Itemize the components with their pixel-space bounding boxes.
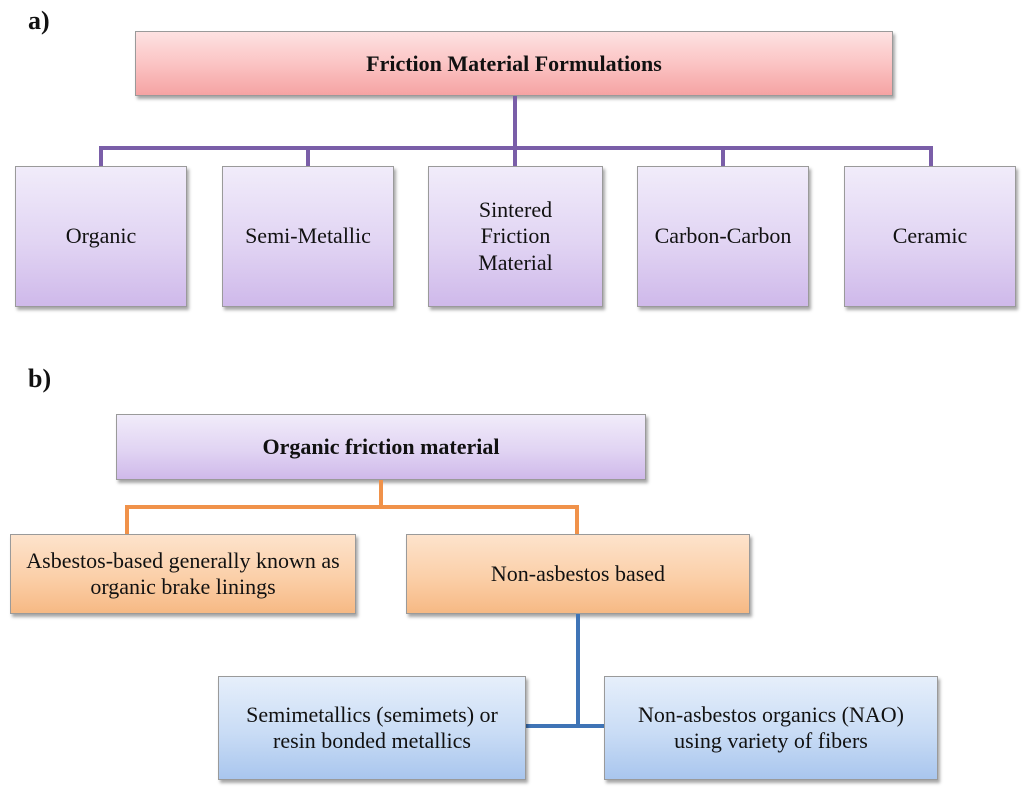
node-ceramic-label: Ceramic: [892, 223, 968, 249]
connector-drop-organic: [99, 146, 103, 166]
node-asbestos-based: Asbestos-based generally known as organi…: [10, 534, 356, 614]
connector-b-root-vertical: [379, 480, 383, 508]
connector-b-drop-non-asbestos: [575, 505, 579, 535]
node-organic-label: Organic: [65, 223, 137, 249]
node-non-asbestos-based: Non-asbestos based: [406, 534, 750, 614]
node-semi-metallic: Semi-Metallic: [222, 166, 394, 307]
node-semi-metallic-label: Semi-Metallic: [245, 223, 371, 249]
connector-b-drop-asbestos: [125, 505, 129, 535]
connector-b-horizontal: [125, 505, 579, 509]
node-sintered-friction-material: Sintered Friction Material: [428, 166, 603, 307]
node-ceramic: Ceramic: [844, 166, 1016, 307]
node-carbon-carbon: Carbon-Carbon: [637, 166, 809, 307]
panel-a-label: a): [28, 6, 50, 35]
connector-drop-carbon-carbon: [721, 146, 725, 166]
root-friction-material-formulations: Friction Material Formulations: [135, 31, 893, 96]
panel-b-label: b): [28, 364, 52, 393]
connector-b-blue-vertical: [576, 614, 580, 728]
node-non-asbestos-based-label: Non-asbestos based: [490, 560, 666, 586]
connector-root-vertical: [513, 96, 517, 148]
node-nao-label: Non-asbestos organics (NAO) using variet…: [638, 701, 904, 753]
root-title: Friction Material Formulations: [366, 50, 662, 76]
node-organic: Organic: [15, 166, 187, 307]
connector-b-blue-horizontal: [526, 724, 604, 728]
node-semimetallics: Semimetallics (semimets) or resin bonded…: [218, 676, 526, 780]
node-carbon-carbon-label: Carbon-Carbon: [654, 223, 792, 249]
connector-drop-ceramic: [929, 146, 933, 166]
connector-drop-sintered: [513, 146, 517, 166]
root-b-title: Organic friction material: [262, 434, 500, 459]
root-organic-friction-material: Organic friction material: [116, 414, 646, 480]
node-nao: Non-asbestos organics (NAO) using variet…: [604, 676, 938, 780]
node-asbestos-based-label: Asbestos-based generally known as organi…: [26, 547, 340, 599]
node-semimetallics-label: Semimetallics (semimets) or resin bonded…: [246, 701, 498, 753]
connector-drop-semi-metallic: [306, 146, 310, 166]
node-sintered-label: Sintered Friction Material: [478, 196, 553, 275]
